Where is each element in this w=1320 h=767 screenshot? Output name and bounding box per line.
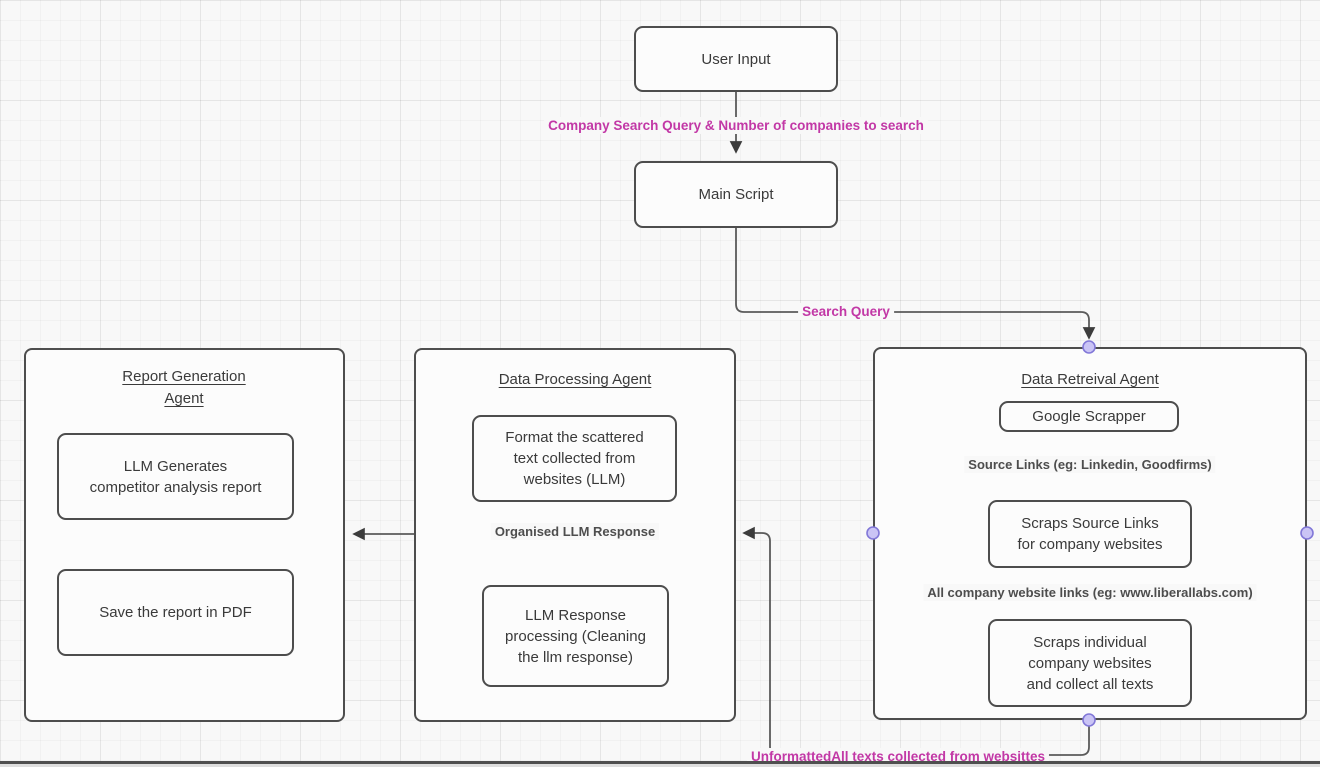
- node-format-scattered-text[interactable]: Format the scattered text collected from…: [472, 415, 677, 502]
- edge-label-organised-llm-response[interactable]: Organised LLM Response: [490, 523, 660, 540]
- edge-label-all-company-links[interactable]: All company website links (eg: www.liber…: [923, 584, 1257, 601]
- bottom-border-line: [0, 761, 1320, 764]
- edge-label-company-search-query[interactable]: Company Search Query & Number of compani…: [544, 117, 928, 134]
- title-data-retrieval-agent: Data Retreival Agent: [1021, 371, 1159, 388]
- edge-label-unformatted-texts[interactable]: UnformattedAll texts collected from webs…: [746, 748, 1050, 765]
- bottom-border-strip: [0, 764, 1320, 767]
- node-scraps-individual-websites[interactable]: Scraps individual company websites and c…: [988, 619, 1192, 707]
- node-llm-response-processing[interactable]: LLM Response processing (Cleaning the ll…: [482, 585, 669, 687]
- node-google-scrapper[interactable]: Google Scrapper: [999, 401, 1179, 432]
- node-llm-generates-report[interactable]: LLM Generates competitor analysis report: [57, 433, 294, 520]
- edge-label-search-query[interactable]: Search Query: [798, 303, 894, 320]
- node-save-report-pdf[interactable]: Save the report in PDF: [57, 569, 294, 656]
- edge-label-source-links[interactable]: Source Links (eg: Linkedin, Goodfirms): [964, 456, 1216, 473]
- edge-main-to-retrieval[interactable]: [735, 228, 1096, 340]
- node-user-input[interactable]: User Input: [634, 26, 838, 92]
- title-report-generation-agent: Report Generation Agent: [122, 368, 246, 407]
- node-scraps-source-links[interactable]: Scraps Source Links for company websites: [988, 500, 1192, 568]
- title-data-processing-agent: Data Processing Agent: [498, 371, 652, 388]
- container-report-generation-agent[interactable]: [24, 348, 345, 722]
- node-main-script[interactable]: Main Script: [634, 161, 838, 228]
